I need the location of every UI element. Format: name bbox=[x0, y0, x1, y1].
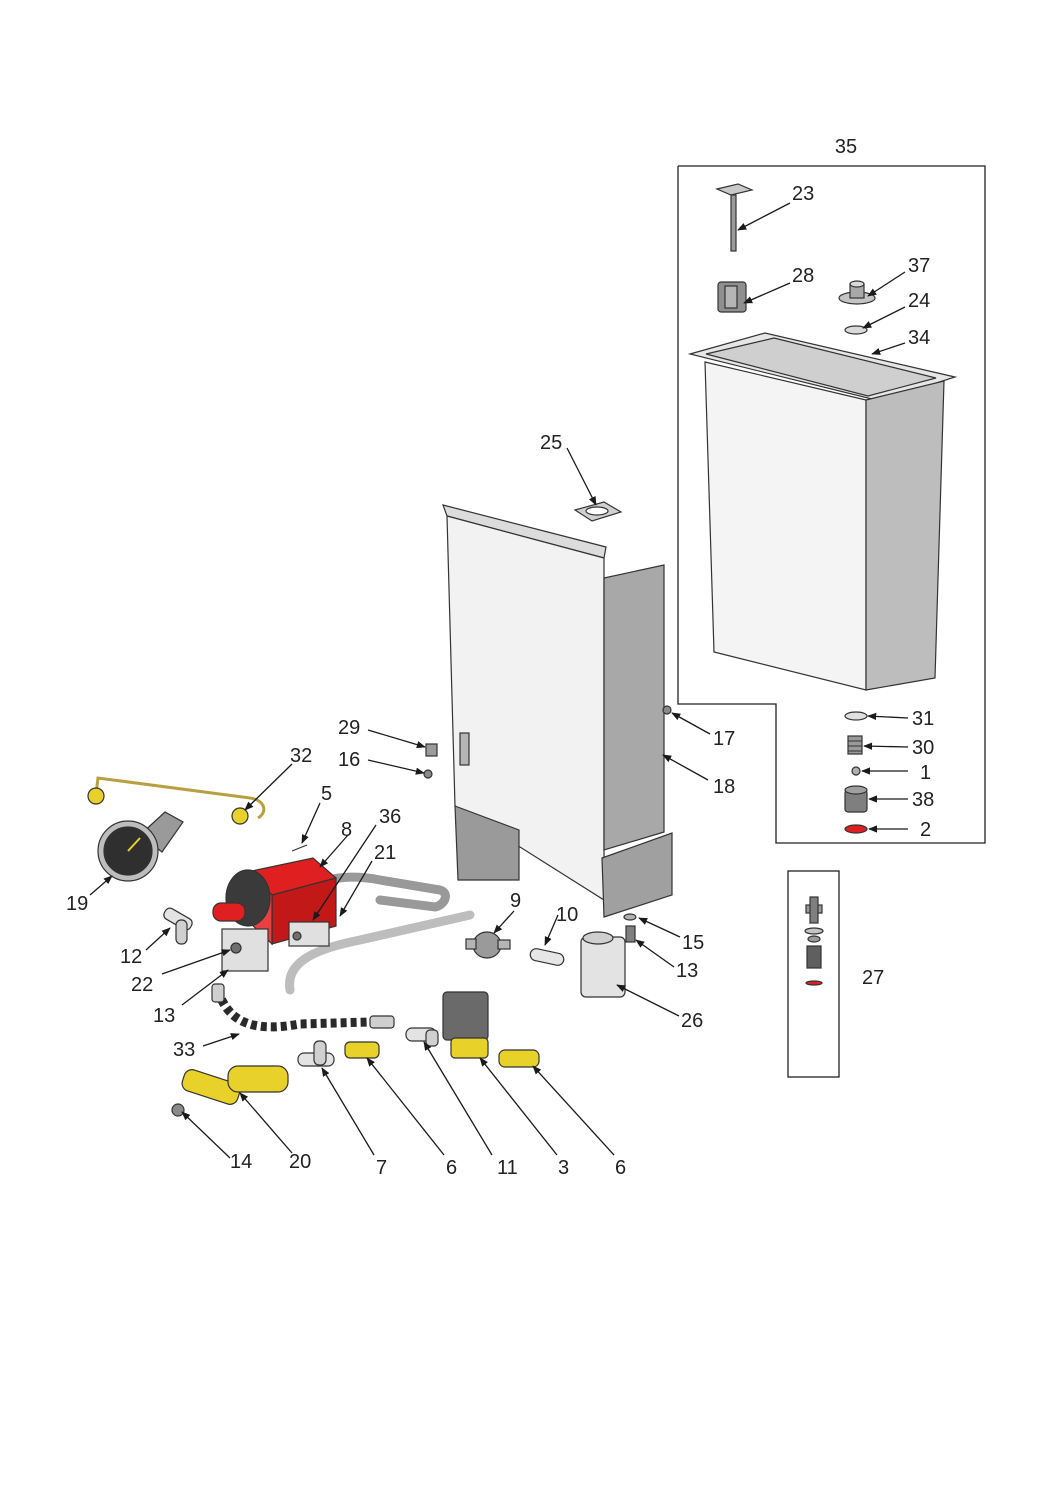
tube-connector bbox=[529, 948, 565, 966]
label-34: 34 bbox=[908, 327, 930, 349]
label-13-right: 13 bbox=[676, 960, 698, 982]
label-24: 24 bbox=[908, 290, 930, 312]
label-33: 33 bbox=[173, 1039, 195, 1061]
label-25: 25 bbox=[540, 432, 562, 454]
pin bbox=[291, 844, 308, 852]
label-35: 35 bbox=[835, 136, 857, 158]
gauge-tube bbox=[87, 776, 266, 825]
tank-valve-fitting bbox=[838, 280, 876, 305]
label-20: 20 bbox=[289, 1151, 311, 1173]
elbow-fitting bbox=[405, 1027, 439, 1047]
label-28: 28 bbox=[792, 265, 814, 287]
filter-housing bbox=[580, 931, 626, 998]
label-30: 30 bbox=[912, 737, 934, 759]
group-35-frame bbox=[677, 165, 986, 844]
label-22: 22 bbox=[131, 974, 153, 996]
callout-labels: 35 23 37 28 24 34 25 31 30 1 38 2 17 18 … bbox=[66, 136, 934, 1179]
screw bbox=[423, 769, 433, 779]
label-37: 37 bbox=[908, 255, 930, 277]
label-15: 15 bbox=[682, 932, 704, 954]
label-18: 18 bbox=[713, 776, 735, 798]
water-tank bbox=[687, 332, 958, 691]
label-19: 19 bbox=[66, 893, 88, 915]
bolt-13 bbox=[625, 925, 636, 943]
label-32: 32 bbox=[290, 745, 312, 767]
group-27-frame bbox=[787, 870, 840, 1078]
label-21: 21 bbox=[374, 842, 396, 864]
label-14: 14 bbox=[230, 1151, 252, 1173]
label-10: 10 bbox=[556, 904, 578, 926]
label-11: 11 bbox=[497, 1157, 518, 1179]
label-9: 9 bbox=[510, 890, 521, 912]
tee-fitting bbox=[163, 907, 193, 945]
label-1: 1 bbox=[920, 762, 931, 784]
tank-clip bbox=[717, 281, 747, 313]
o-ring bbox=[844, 824, 868, 834]
label-12: 12 bbox=[120, 946, 142, 968]
label-2: 2 bbox=[920, 819, 931, 841]
side-panel bbox=[442, 504, 673, 918]
solenoid-valve bbox=[442, 991, 489, 1059]
label-26: 26 bbox=[681, 1010, 703, 1032]
label-29: 29 bbox=[338, 717, 360, 739]
label-6-left: 6 bbox=[446, 1157, 457, 1179]
valve-cap bbox=[844, 785, 868, 813]
label-38: 38 bbox=[912, 789, 934, 811]
washer-small bbox=[844, 711, 868, 721]
tank-dipstick bbox=[715, 183, 754, 252]
screw-small bbox=[662, 705, 672, 715]
ball bbox=[851, 766, 861, 776]
pressure-gauge bbox=[97, 811, 184, 882]
tee-connector bbox=[297, 1040, 335, 1067]
hinge-bracket bbox=[425, 743, 438, 757]
label-23: 23 bbox=[792, 183, 814, 205]
pressure-tube bbox=[181, 1065, 289, 1105]
label-27: 27 bbox=[862, 967, 884, 989]
label-6-right: 6 bbox=[615, 1157, 626, 1179]
leader-lines bbox=[89, 202, 909, 1159]
label-17: 17 bbox=[713, 728, 735, 750]
check-valve bbox=[465, 931, 511, 959]
washer bbox=[844, 325, 868, 335]
label-31: 31 bbox=[912, 708, 934, 730]
label-5: 5 bbox=[321, 783, 332, 805]
fitting-brass-b bbox=[498, 1049, 540, 1068]
label-16: 16 bbox=[338, 749, 360, 771]
braided-hose bbox=[211, 983, 395, 1032]
label-3: 3 bbox=[558, 1157, 569, 1179]
label-36: 36 bbox=[379, 806, 401, 828]
label-13-left: 13 bbox=[153, 1005, 175, 1027]
label-7: 7 bbox=[376, 1157, 387, 1179]
fitting-brass-a bbox=[344, 1041, 380, 1059]
screw-14 bbox=[171, 1103, 185, 1117]
valve-assembly bbox=[804, 896, 824, 986]
spring bbox=[847, 735, 863, 755]
washer-15 bbox=[623, 913, 637, 921]
filler-cap bbox=[573, 501, 623, 522]
label-8: 8 bbox=[341, 819, 352, 841]
